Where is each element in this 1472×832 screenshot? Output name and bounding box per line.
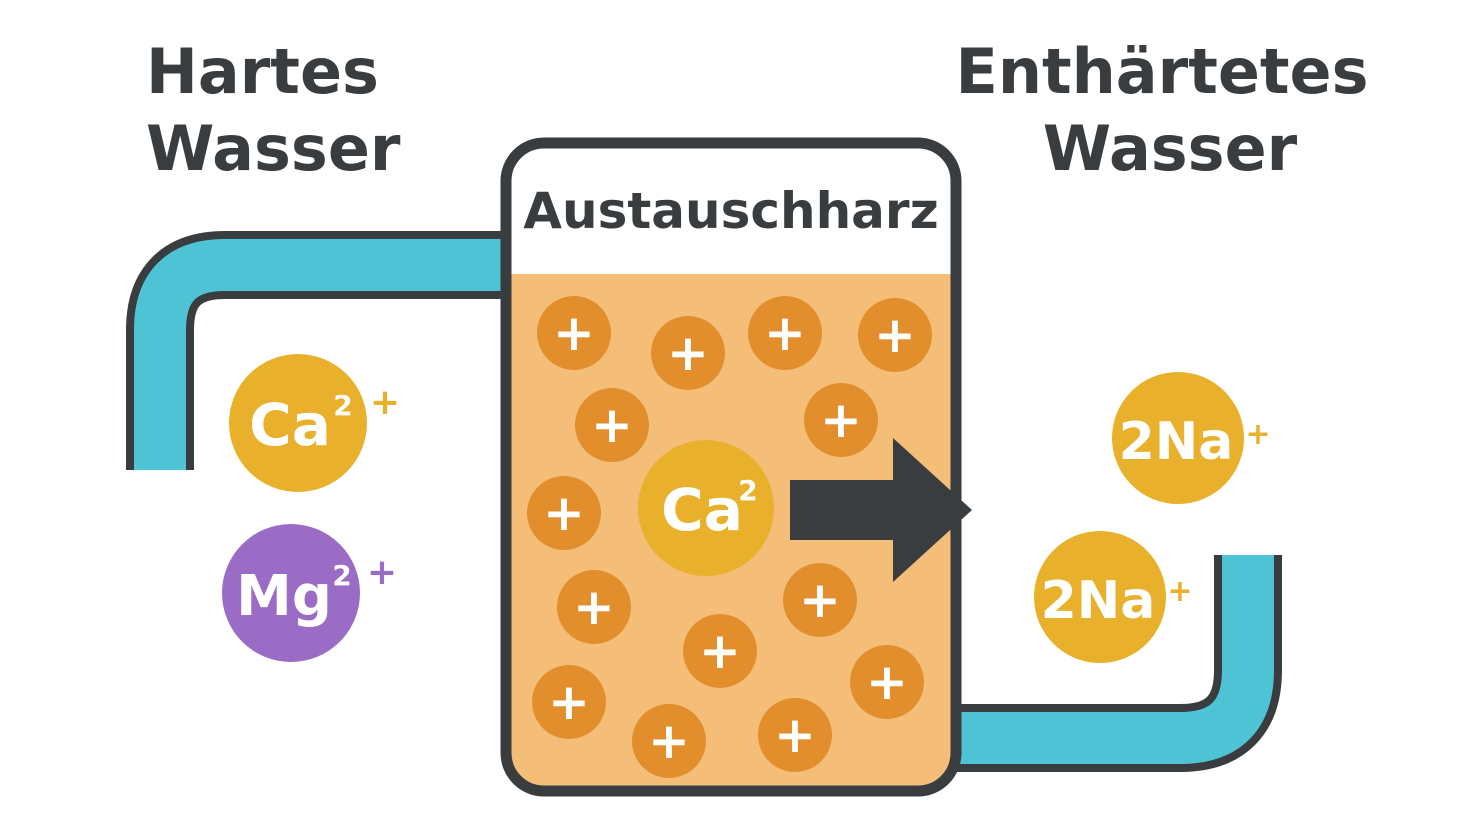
resin-bead: + (537, 296, 611, 370)
svg-text:+: + (774, 706, 816, 764)
sodium-upper-symbol: 2Na (1119, 412, 1234, 472)
soft-water-heading-line2: Wasser (1043, 112, 1298, 185)
calcium-charge: + (370, 382, 400, 423)
resin-bead: + (858, 298, 932, 372)
resin-bead: + (651, 316, 725, 390)
sodium-lower-symbol: 2Na (1041, 571, 1156, 631)
svg-text:+: + (820, 391, 862, 449)
resin-bead: + (783, 563, 857, 637)
svg-text:+: + (764, 304, 806, 362)
resin-bead: + (575, 388, 649, 462)
resin-beads: + + + + + + + + + + + + + + (527, 296, 932, 778)
resin-bead: + (850, 645, 924, 719)
magnesium-charge: + (367, 552, 397, 593)
svg-text:+: + (699, 622, 741, 680)
arrow-right-icon (790, 438, 972, 582)
resin-bead: + (748, 296, 822, 370)
calcium-symbol: Ca (249, 391, 331, 459)
magnesium-symbol: Mg (236, 564, 332, 629)
resin-bead: + (527, 476, 601, 550)
calcium-resin-power: 2 (738, 474, 757, 507)
sodium-lower-charge: + (1167, 574, 1192, 609)
inlet-pipe (126, 231, 515, 470)
calcium-resin-symbol: Ca (661, 476, 743, 544)
svg-text:+: + (866, 653, 908, 711)
resin-bead: + (758, 698, 832, 772)
calcium-power: 2 (333, 389, 352, 422)
resin-bead: + (683, 614, 757, 688)
calcium-ion-in-resin: Ca 2 (638, 440, 774, 576)
magnesium-ion-hard-water: Mg 2 + (222, 524, 397, 662)
resin-bead: + (532, 665, 606, 739)
magnesium-power: 2 (332, 559, 351, 592)
sodium-upper-charge: + (1245, 417, 1270, 452)
resin-bead: + (804, 383, 878, 457)
svg-text:+: + (543, 484, 585, 542)
svg-text:+: + (799, 571, 841, 629)
sodium-ion-upper: 2Na + (1112, 372, 1271, 504)
svg-text:+: + (648, 712, 690, 770)
calcium-ion-hard-water: Ca 2 + (229, 354, 400, 492)
svg-text:+: + (548, 673, 590, 731)
svg-text:+: + (573, 578, 615, 636)
svg-text:+: + (553, 304, 595, 362)
sodium-ion-lower: 2Na + (1034, 531, 1193, 663)
svg-text:+: + (667, 324, 709, 382)
resin-bead: + (632, 704, 706, 778)
hard-water-heading-line1: Hartes (146, 35, 379, 108)
resin-bead: + (557, 570, 631, 644)
soft-water-heading-line1: Enthärtetes (956, 35, 1369, 108)
hard-water-heading-line2: Wasser (146, 112, 401, 185)
outlet-pipe (945, 555, 1282, 772)
resin-label: Austauschharz (523, 182, 938, 240)
svg-text:+: + (874, 306, 916, 364)
svg-text:+: + (591, 396, 633, 454)
